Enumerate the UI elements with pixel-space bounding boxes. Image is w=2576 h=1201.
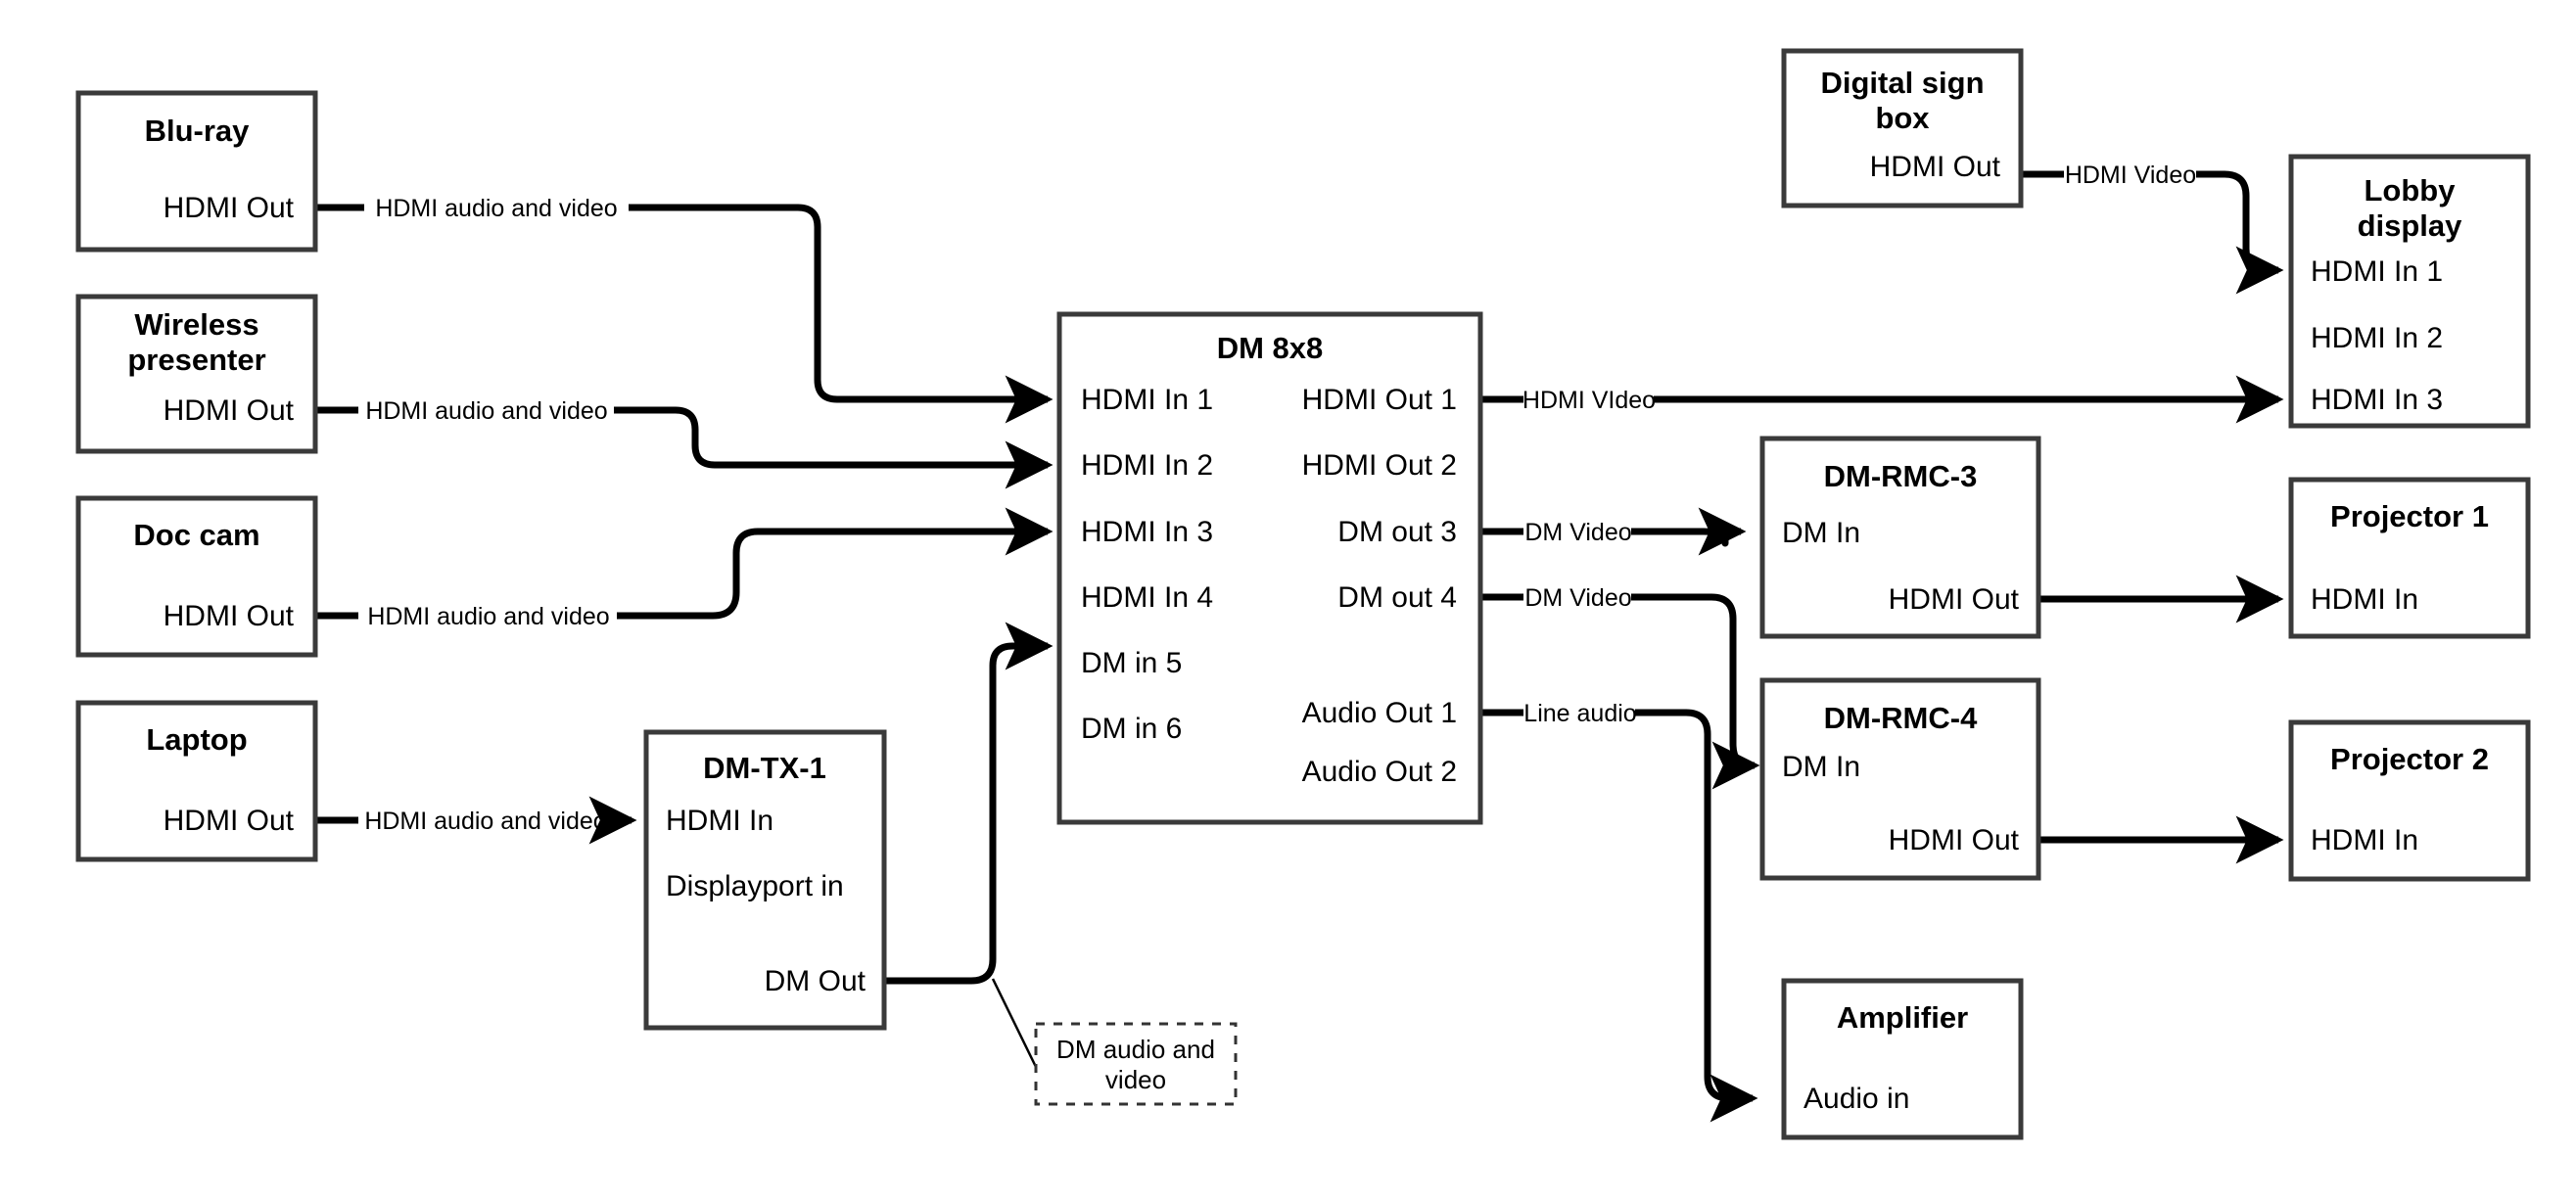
device-wireless-presenter[interactable]: Wireless presenter HDMI Out — [75, 294, 318, 454]
leader-dm-cable-note — [991, 978, 1038, 1068]
port-bluray-hdmi-out: HDMI Out — [164, 192, 295, 224]
device-title-lobby-line1: Lobby — [2365, 173, 2457, 208]
device-doc-cam[interactable]: Doc cam HDMI Out — [75, 495, 318, 658]
link-sign-to-lobby — [2021, 170, 2278, 270]
device-title-projector-1: Projector 1 — [2330, 499, 2489, 533]
port-dm8x8-audio-out-1: Audio Out 1 — [1302, 697, 1457, 729]
port-rmc4-dm-in: DM In — [1782, 751, 1860, 783]
note-box-dm-cable — [1034, 1022, 1238, 1106]
device-title-dm-rmc-3: DM-RMC-3 — [1824, 459, 1978, 493]
device-title-sign-line1: Digital sign — [1820, 66, 1984, 100]
port-rmc3-dm-in: DM In — [1782, 517, 1860, 549]
device-dm-rmc-4[interactable]: DM-RMC-4 DM In HDMI Out — [1759, 677, 2041, 881]
edge-label-laptop: HDMI audio and video — [364, 808, 606, 835]
port-sign-hdmi-out: HDMI Out — [1870, 151, 2001, 183]
link-dmtx1-to-dm8x8 — [884, 622, 1054, 985]
device-title-bluray: Blu-ray — [145, 114, 251, 148]
device-title-dm-tx-1: DM-TX-1 — [703, 751, 826, 785]
port-laptop-hdmi-out: HDMI Out — [164, 805, 295, 837]
port-dmtx1-dm-out: DM Out — [765, 965, 866, 997]
device-title-doc-cam: Doc cam — [133, 518, 259, 552]
note-text-line1: DM audio and — [1056, 1035, 1215, 1064]
device-title-dm-8x8: DM 8x8 — [1217, 331, 1324, 365]
edge-label-dm-video-out4: DM Video — [1524, 584, 1631, 612]
port-dm8x8-hdmi-out-1: HDMI Out 1 — [1302, 384, 1457, 416]
device-box-digital-sign — [1781, 48, 2024, 208]
device-title-dm-rmc-4: DM-RMC-4 — [1824, 701, 1978, 735]
device-dm-rmc-3[interactable]: DM-RMC-3 DM In HDMI Out — [1759, 436, 2041, 639]
port-lobby-hdmi-in-2: HDMI In 2 — [2311, 322, 2443, 354]
device-projector-2[interactable]: Projector 2 HDMI In — [2288, 719, 2531, 882]
port-dm8x8-hdmi-in-2: HDMI In 2 — [1081, 449, 1213, 482]
device-projector-1[interactable]: Projector 1 HDMI In — [2288, 477, 2531, 639]
port-projector1-hdmi-in: HDMI In — [2311, 583, 2418, 616]
device-box-projector-1 — [2288, 477, 2531, 639]
port-dm8x8-hdmi-in-1: HDMI In 1 — [1081, 384, 1213, 416]
device-box-dm-rmc-3 — [1759, 436, 2041, 639]
device-box-laptop — [75, 700, 318, 862]
port-dmtx1-hdmi-in: HDMI In — [666, 805, 773, 837]
device-bluray[interactable]: Blu-ray HDMI Out — [75, 90, 318, 253]
port-dm8x8-dm-in-5: DM in 5 — [1081, 647, 1182, 679]
port-doccam-hdmi-out: HDMI Out — [164, 600, 295, 632]
port-dmtx1-displayport-in: Displayport in — [666, 870, 844, 902]
port-dm8x8-dm-out-3: DM out 3 — [1337, 516, 1457, 548]
device-box-dm-8x8 — [1056, 311, 1483, 825]
device-box-wireless-presenter — [75, 294, 318, 454]
device-box-bluray — [75, 90, 318, 253]
port-rmc4-hdmi-out: HDMI Out — [1889, 824, 2020, 856]
device-dm-8x8[interactable]: DM 8x8 HDMI In 1 HDMI In 2 HDMI In 3 HDM… — [1056, 311, 1483, 825]
link-doccam-to-dm8x8 — [315, 531, 1048, 620]
device-box-projector-2 — [2288, 719, 2531, 882]
device-box-lobby-display — [2288, 154, 2531, 429]
edge-label-sign-hdmi-video: HDMI Video — [2065, 162, 2196, 189]
port-dm8x8-dm-out-4: DM out 4 — [1337, 581, 1457, 614]
device-amplifier[interactable]: Amplifier Audio in — [1781, 978, 2024, 1140]
edge-label-dm-video-out3: DM Video — [1524, 519, 1631, 546]
link-bluray-to-dm8x8 — [315, 204, 1048, 399]
device-box-amplifier — [1781, 978, 2024, 1140]
device-digital-sign-box[interactable]: Digital sign box HDMI Out — [1781, 48, 2024, 208]
edge-label-hdmi-video-out1: HDMI VIdeo — [1522, 387, 1656, 414]
link-dm8x8-out3-to-rmc3 — [1480, 531, 1741, 543]
device-lobby-display[interactable]: Lobby display HDMI In 1 HDMI In 2 HDMI I… — [2288, 154, 2531, 429]
device-title-amplifier: Amplifier — [1837, 1000, 1968, 1035]
port-dm8x8-hdmi-in-4: HDMI In 4 — [1081, 581, 1213, 614]
device-laptop[interactable]: Laptop HDMI Out — [75, 700, 318, 862]
device-box-doc-cam — [75, 495, 318, 658]
port-lobby-hdmi-in-1: HDMI In 1 — [2311, 255, 2443, 288]
edge-label-wireless: HDMI audio and video — [365, 397, 607, 425]
edge-label-bluray: HDMI audio and video — [375, 195, 617, 222]
port-dm8x8-dm-in-6: DM in 6 — [1081, 713, 1182, 745]
device-title-wireless-line1: Wireless — [134, 307, 258, 342]
annotation-dm-cable-note: DM audio and video — [1034, 1022, 1238, 1106]
port-wireless-hdmi-out: HDMI Out — [164, 394, 295, 427]
device-title-projector-2: Projector 2 — [2330, 742, 2489, 776]
device-title-lobby-line2: display — [2358, 208, 2463, 243]
port-rmc3-hdmi-out: HDMI Out — [1889, 583, 2020, 616]
device-title-sign-line2: box — [1875, 101, 1930, 135]
device-dm-tx-1[interactable]: DM-TX-1 HDMI In Displayport in DM Out — [643, 729, 887, 1031]
link-dm8x8-audio-to-amplifier — [1480, 709, 1753, 1098]
port-amplifier-audio-in: Audio in — [1803, 1083, 1909, 1115]
port-dm8x8-hdmi-out-2: HDMI Out 2 — [1302, 449, 1457, 482]
port-lobby-hdmi-in-3: HDMI In 3 — [2311, 384, 2443, 416]
edge-label-doccam: HDMI audio and video — [367, 603, 609, 630]
note-text-line2: video — [1105, 1065, 1166, 1094]
device-title-wireless-line2: presenter — [127, 343, 265, 377]
link-dm8x8-out4-to-rmc4 — [1480, 593, 1755, 765]
port-dm8x8-hdmi-in-3: HDMI In 3 — [1081, 516, 1213, 548]
port-projector2-hdmi-in: HDMI In — [2311, 824, 2418, 856]
link-wireless-to-dm8x8 — [315, 406, 1048, 465]
device-box-dm-tx-1 — [643, 729, 887, 1031]
device-box-dm-rmc-4 — [1759, 677, 2041, 881]
device-title-laptop: Laptop — [146, 722, 247, 757]
edge-label-line-audio: Line audio — [1523, 700, 1636, 727]
port-dm8x8-audio-out-2: Audio Out 2 — [1302, 756, 1457, 788]
